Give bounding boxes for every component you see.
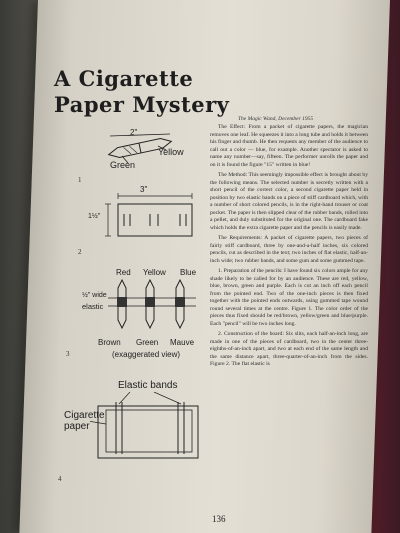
title-line-1: A Cigarette [54, 66, 194, 91]
figure-1-dimension: 2" [130, 128, 138, 137]
article-column: The Effect: From a packet of cigarette p… [210, 124, 368, 372]
article-title: A Cigarette Paper Mystery [54, 66, 254, 118]
title-line-2: Paper Mystery [54, 92, 230, 117]
figure-3-label-yellow: Yellow [143, 268, 166, 277]
figure-3-width-note: ½" wide [82, 292, 107, 299]
paragraph-pencils: 1. Preparation of the pencils: I have fo… [210, 268, 368, 327]
figure-4-label-bands: Elastic bands [118, 380, 178, 391]
figure-3-label-red: Red [116, 268, 131, 277]
figure-2-board-drawing [105, 193, 193, 237]
byline: The Magic Wand, December 1955 [238, 116, 314, 122]
figure-3-caption: (exaggerated view) [112, 350, 181, 359]
figure-1-number: 1 [78, 176, 82, 184]
paragraph-requirements: The Requirements: A packet of cigarette … [210, 235, 368, 264]
figure-3-label-blue: Blue [180, 268, 197, 277]
figure-4-number: 4 [58, 475, 62, 483]
figure-4-label-paper: Cigarette paper [64, 410, 105, 432]
figure-4-label-paper-line-2: paper [64, 421, 90, 432]
paragraph-method: The Method: This seemingly impossible ef… [210, 172, 368, 231]
figure-3-label-elastic: elastic [82, 302, 104, 311]
paragraph-board: 2. Construction of the board: Six slits,… [210, 331, 368, 367]
figure-1-label-green: Green [110, 160, 136, 170]
figure-4-label-paper-line-1: Cigarette [64, 410, 105, 421]
figure-2-height: 1½" [88, 213, 101, 220]
figure-3-label-mauve: Mauve [170, 338, 195, 347]
figure-3-pencils-drawing [108, 278, 196, 330]
page-number: 136 [212, 514, 226, 524]
figure-3-label-green: Green [136, 338, 159, 347]
figure-1-label-yellow: Yellow [158, 147, 184, 157]
paragraph-effect: The Effect: From a packet of cigarette p… [210, 124, 368, 168]
figure-3-number: 3 [66, 350, 70, 358]
figure-2-width: 3" [140, 185, 148, 194]
figure-2-number: 2 [78, 248, 82, 256]
figure-3-label-brown: Brown [98, 338, 121, 347]
figure-4-board-drawing [90, 392, 199, 459]
figure-1-pencil-drawing [107, 133, 173, 164]
